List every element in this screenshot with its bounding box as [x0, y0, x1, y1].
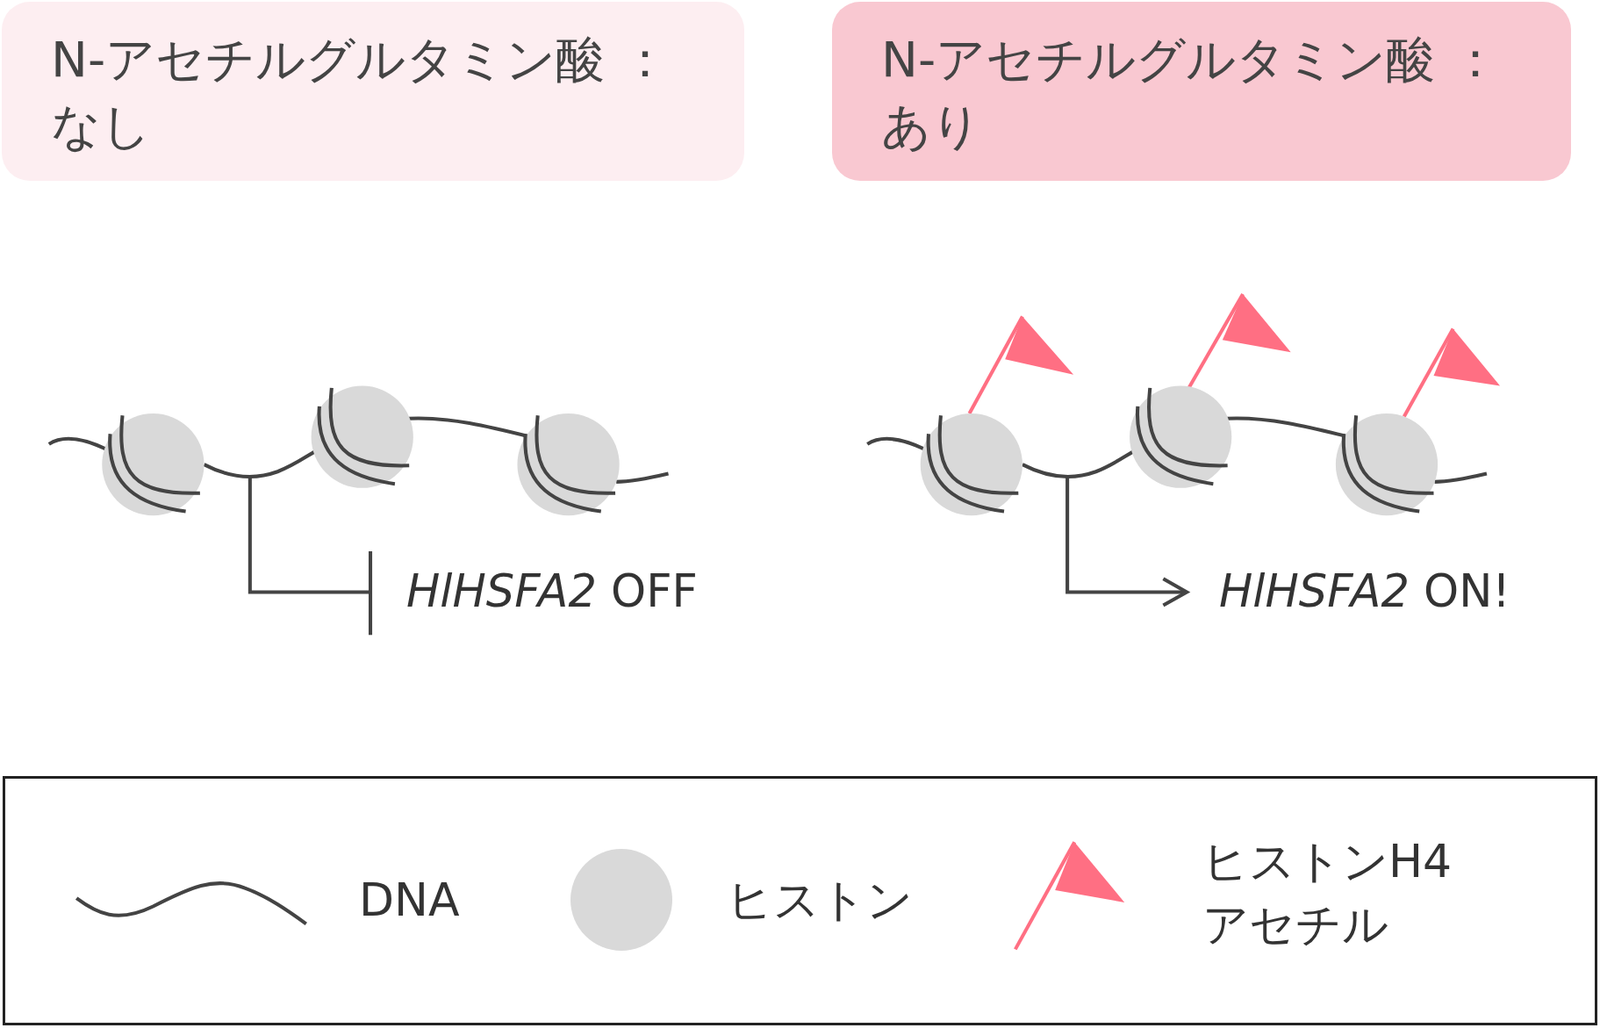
gene-state: ON! — [1423, 565, 1511, 618]
chromatin-off — [49, 386, 669, 636]
condition-text: N-アセチルグルタミン酸 ：あり — [881, 26, 1531, 160]
gene-name: HlHSFA2 — [406, 565, 597, 618]
gene-state: OFF — [610, 565, 698, 618]
dna-sample — [76, 882, 307, 924]
gene-name: HlHSFA2 — [1219, 565, 1410, 618]
condition-box: N-アセチルグルタミン酸 ：あり — [832, 1, 1572, 181]
acetyl-flag-sample — [1015, 841, 1125, 949]
condition-text: N-アセチルグルタミン酸 ：なし — [50, 26, 701, 160]
legend-text: ヒストンH4 アセチル — [1202, 829, 1484, 956]
chromatin-on — [867, 294, 1500, 606]
histone-swatch — [570, 848, 673, 951]
condition-box: N-アセチルグルタミン酸 ：なし — [1, 1, 745, 181]
legend-text: ヒストン — [726, 868, 991, 932]
